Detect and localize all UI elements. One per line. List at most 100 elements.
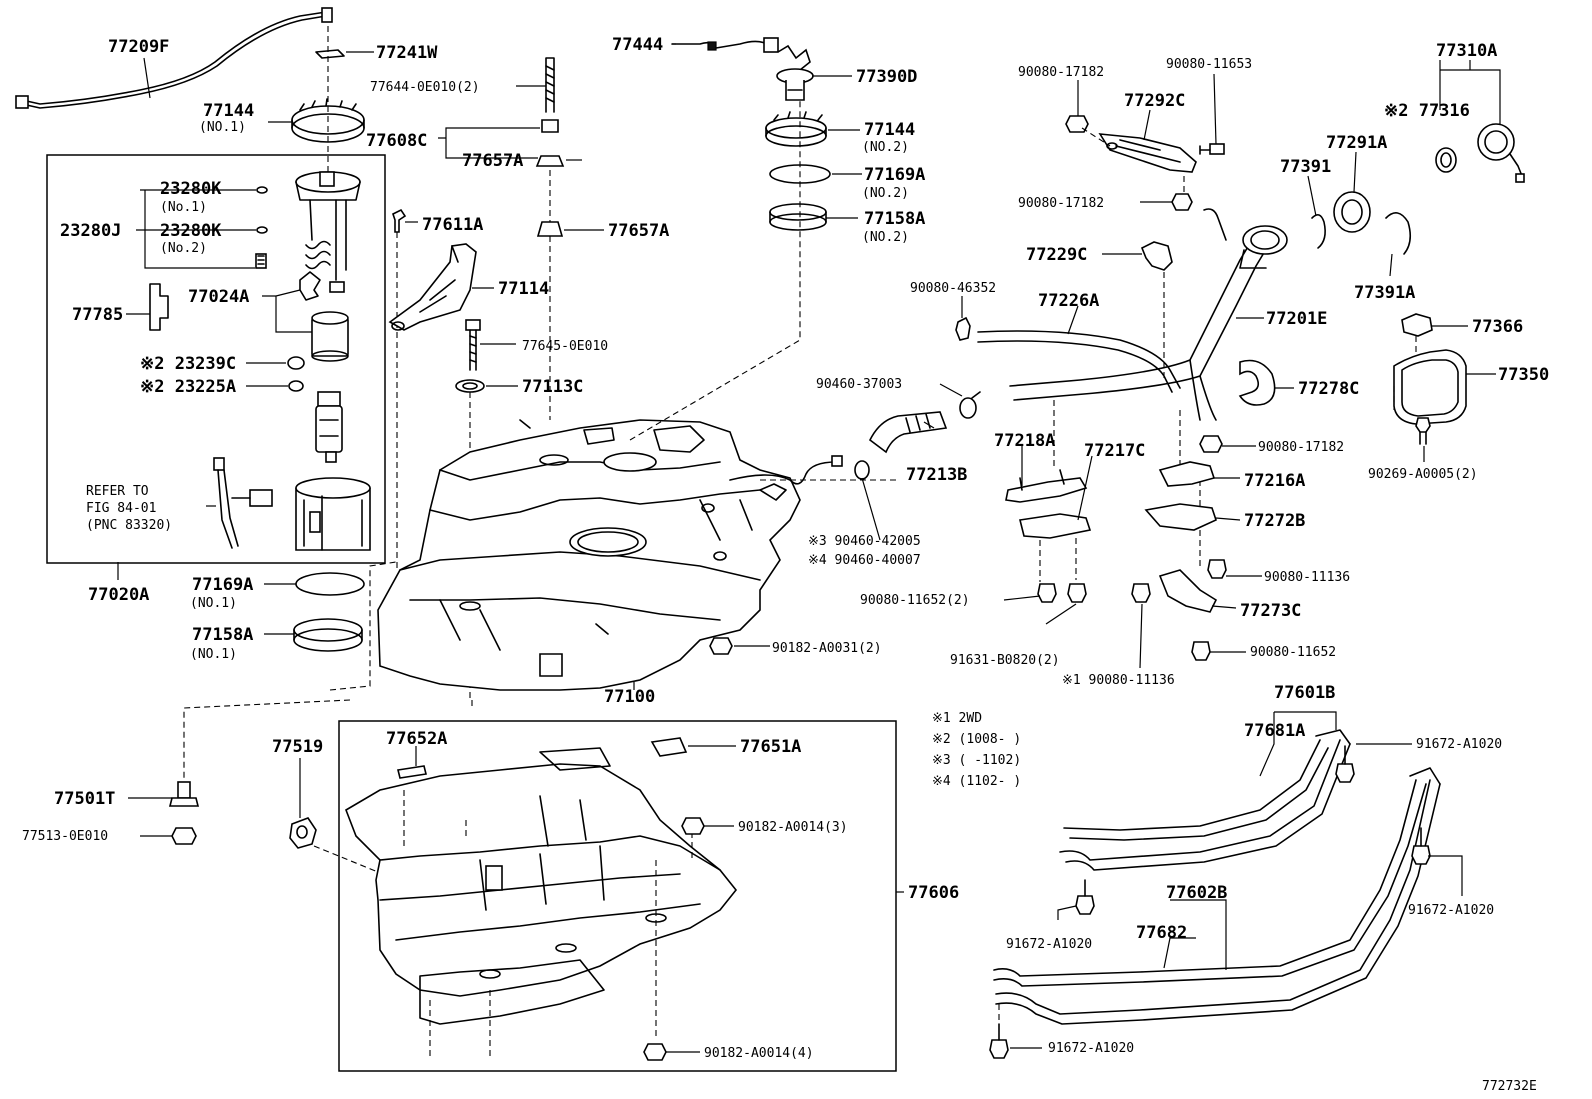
pad-77651A bbox=[650, 737, 688, 757]
label-23239C: ※2 23239C bbox=[140, 354, 236, 374]
nut-77513-0E010 bbox=[171, 827, 197, 845]
label-77316: ※2 77316 bbox=[1384, 101, 1470, 121]
protector-group-box bbox=[338, 720, 897, 1072]
label-90460-42005: ※3 90460-42005 bbox=[808, 534, 921, 549]
label-77602B: 77602B bbox=[1166, 883, 1227, 903]
label-77229C: 77229C bbox=[1026, 245, 1087, 265]
heat-insulator-77114 bbox=[388, 243, 477, 331]
cushion-23239C bbox=[287, 356, 305, 370]
snap-ring-77391 bbox=[1311, 214, 1326, 249]
fuel-pump-group-box bbox=[46, 154, 386, 564]
cushion-77519 bbox=[289, 817, 317, 849]
hinge-77366 bbox=[1401, 313, 1433, 337]
label-90080-11652: 90080-11652 bbox=[1250, 645, 1336, 660]
label-23280K-no2: 23280K bbox=[160, 221, 222, 241]
label-77144-no2: 77144 bbox=[864, 120, 915, 140]
label-77113C: 77113C bbox=[522, 377, 583, 397]
label-91631-B0820: 91631-B0820(2) bbox=[950, 653, 1060, 668]
tank-dashes bbox=[183, 100, 900, 780]
label-77391: 77391 bbox=[1280, 157, 1331, 177]
label-77158A-no2: 77158A bbox=[864, 209, 925, 229]
clip-90080-46352 bbox=[955, 316, 971, 341]
label-77366: 77366 bbox=[1472, 317, 1523, 337]
label-77158A-no1-sub: (NO.1) bbox=[190, 647, 237, 662]
label-90080-11652-2: 90080-11652(2) bbox=[860, 593, 970, 608]
label-77606: 77606 bbox=[908, 883, 959, 903]
label-refer-3: (PNC 83320) bbox=[86, 518, 172, 533]
breather-tube-77226A bbox=[977, 330, 1181, 393]
label-refer-2: FIG 84-01 bbox=[86, 501, 156, 516]
label-23225A: ※2 23225A bbox=[140, 377, 236, 397]
screw-90269-A0005 bbox=[1415, 417, 1431, 445]
label-77519: 77519 bbox=[272, 737, 323, 757]
label-77645: 77645-0E010 bbox=[522, 339, 608, 354]
tank-harness-connector bbox=[831, 455, 843, 467]
label-77657A-upper: 77657A bbox=[462, 151, 523, 171]
retainer-77158A-no1 bbox=[293, 618, 363, 652]
label-77158A-no2-sub: (NO.2) bbox=[862, 230, 909, 245]
retainer-77158A-no2 bbox=[769, 203, 827, 231]
bolt-90080-11653 bbox=[1199, 143, 1225, 155]
label-77169A-no2-sub: (NO.2) bbox=[862, 186, 909, 201]
gasket-77316 bbox=[1435, 147, 1457, 173]
bolt-90080-11136 bbox=[1207, 559, 1227, 579]
label-77216A: 77216A bbox=[1244, 471, 1305, 491]
nut-90182-A0031 bbox=[709, 637, 733, 655]
tank-protector-77606 bbox=[345, 747, 738, 1025]
cushion-23225A bbox=[288, 380, 304, 392]
label-77100: 77100 bbox=[604, 687, 655, 707]
protector-77217C bbox=[1019, 513, 1092, 539]
note-1: ※1 2WD bbox=[932, 711, 982, 726]
label-90182-A0014-4: 90182-A0014(4) bbox=[704, 1046, 814, 1061]
grommet-77608C bbox=[541, 119, 559, 133]
label-77350: 77350 bbox=[1498, 365, 1549, 385]
cushion-77657A-upper bbox=[535, 155, 565, 167]
label-77390D: 77390D bbox=[856, 67, 917, 87]
nut-90182-A0014-3 bbox=[681, 817, 705, 835]
fuel-tube-77209F bbox=[15, 7, 333, 109]
note-2: ※2 (1008- ) bbox=[932, 732, 1021, 747]
pad-77652A bbox=[397, 765, 427, 779]
label-77278C: 77278C bbox=[1298, 379, 1359, 399]
cushion-dash bbox=[313, 845, 379, 873]
diagram-id: 772732E bbox=[1482, 1079, 1537, 1094]
label-90460-37003: 90460-37003 bbox=[816, 377, 902, 392]
label-77144-no2-sub: (NO.2) bbox=[862, 140, 909, 155]
vent-tube-77444 bbox=[671, 37, 779, 53]
filler-hose-77278C bbox=[1238, 359, 1276, 406]
sender-gauge-77785 bbox=[149, 283, 169, 331]
label-77310A: 77310A bbox=[1436, 41, 1497, 61]
tank-band-77601B bbox=[1059, 729, 1351, 871]
leader-lines bbox=[117, 43, 1501, 1053]
clamp-90460-42005 bbox=[854, 460, 870, 480]
label-23280K-no1-sub: (No.1) bbox=[160, 200, 207, 215]
label-77682: 77682 bbox=[1136, 923, 1187, 943]
note-3: ※3 ( -1102) bbox=[932, 753, 1021, 768]
label-77273C: 77273C bbox=[1240, 601, 1301, 621]
label-77169A-no2: 77169A bbox=[864, 165, 925, 185]
filler-pipe-77201E bbox=[1009, 208, 1288, 421]
label-77292C: 77292C bbox=[1124, 91, 1185, 111]
lid-dashes bbox=[1393, 336, 1417, 410]
label-77644: 77644-0E010(2) bbox=[370, 80, 480, 95]
protector-dashes-lines bbox=[403, 790, 693, 1060]
label-77213B: 77213B bbox=[906, 465, 967, 485]
label-77169A-no1: 77169A bbox=[192, 575, 253, 595]
label-77114: 77114 bbox=[498, 279, 549, 299]
label-77218A: 77218A bbox=[994, 431, 1055, 451]
label-77611A: 77611A bbox=[422, 215, 483, 235]
label-77785: 77785 bbox=[72, 305, 123, 325]
stud-77644 bbox=[545, 57, 555, 113]
label-77291A: 77291A bbox=[1326, 133, 1387, 153]
clamp-90460-37003 bbox=[959, 391, 981, 419]
bracket-77272B bbox=[1144, 503, 1217, 531]
bracket-77273C bbox=[1158, 569, 1218, 613]
fuel-cap-77310A bbox=[1477, 123, 1525, 183]
label-77217C: 77217C bbox=[1084, 441, 1145, 461]
label-77513-0E010: 77513-0E010 bbox=[22, 829, 108, 844]
label-91672-A1020-a: 91672-A1020 bbox=[1416, 737, 1502, 752]
label-90080-11136-2wd: ※1 90080-11136 bbox=[1062, 673, 1175, 688]
label-90080-17182-top: 90080-17182 bbox=[1018, 65, 1104, 80]
label-77652A: 77652A bbox=[386, 729, 447, 749]
bolt-77501T bbox=[168, 781, 200, 807]
